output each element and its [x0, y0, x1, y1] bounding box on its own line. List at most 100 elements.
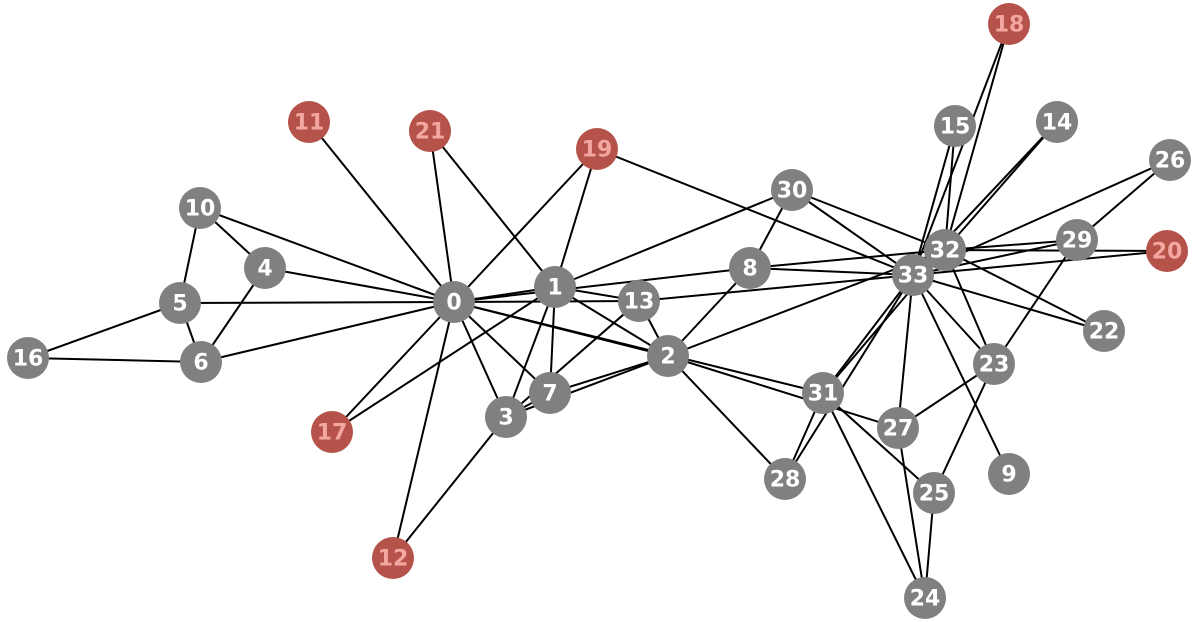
edge-27-33	[897, 274, 914, 429]
node-29[interactable]: 29	[1056, 219, 1098, 261]
edge-1-17	[331, 286, 556, 433]
node-label-26: 26	[1155, 149, 1186, 174]
node-circle-1[interactable]	[534, 266, 576, 308]
node-7[interactable]: 7	[529, 372, 571, 414]
node-circle-2[interactable]	[647, 335, 689, 377]
node-label-1: 1	[547, 276, 562, 301]
node-label-18: 18	[994, 13, 1025, 38]
node-10[interactable]: 10	[179, 187, 221, 229]
node-17[interactable]: 17	[311, 411, 353, 453]
node-circle-3[interactable]	[485, 396, 527, 438]
edge-2-3	[505, 355, 669, 418]
node-23[interactable]: 23	[973, 343, 1015, 385]
node-circle-21[interactable]	[409, 110, 451, 152]
node-circle-29[interactable]	[1056, 219, 1098, 261]
node-30[interactable]: 30	[771, 169, 813, 211]
node-label-4: 4	[257, 257, 272, 282]
edge-19-33	[596, 148, 914, 276]
edge-0-7	[453, 301, 551, 394]
node-circle-31[interactable]	[802, 372, 844, 414]
edge-13-33	[638, 274, 914, 302]
node-circle-0[interactable]	[433, 281, 475, 323]
edge-6-16	[27, 357, 202, 363]
node-3[interactable]: 3	[485, 396, 527, 438]
node-circle-8[interactable]	[729, 247, 771, 289]
node-18[interactable]: 18	[988, 3, 1030, 45]
node-21[interactable]: 21	[409, 110, 451, 152]
node-circle-11[interactable]	[288, 101, 330, 143]
edge-1-30	[554, 189, 793, 288]
node-25[interactable]: 25	[913, 472, 955, 514]
node-15[interactable]: 15	[934, 105, 976, 147]
node-circle-15[interactable]	[934, 105, 976, 147]
node-6[interactable]: 6	[180, 341, 222, 383]
node-26[interactable]: 26	[1149, 139, 1191, 181]
edge-0-11	[308, 121, 455, 303]
edge-0-31	[453, 301, 824, 394]
node-label-3: 3	[498, 406, 513, 431]
node-label-20: 20	[1152, 240, 1183, 265]
node-circle-30[interactable]	[771, 169, 813, 211]
node-28[interactable]: 28	[764, 458, 806, 500]
node-circle-23[interactable]	[973, 343, 1015, 385]
node-circle-7[interactable]	[529, 372, 571, 414]
node-circle-16[interactable]	[7, 337, 49, 379]
node-19[interactable]: 19	[576, 128, 618, 170]
edge-8-33	[749, 267, 914, 276]
node-circle-17[interactable]	[311, 411, 353, 453]
node-circle-27[interactable]	[877, 407, 919, 449]
node-circle-13[interactable]	[618, 280, 660, 322]
node-24[interactable]: 24	[904, 577, 946, 619]
node-9[interactable]: 9	[988, 453, 1030, 495]
node-circle-25[interactable]	[913, 472, 955, 514]
node-circle-6[interactable]	[180, 341, 222, 383]
node-27[interactable]: 27	[877, 407, 919, 449]
node-0[interactable]: 0	[433, 281, 475, 323]
node-20[interactable]: 20	[1146, 230, 1188, 272]
node-circle-10[interactable]	[179, 187, 221, 229]
node-label-7: 7	[542, 382, 557, 407]
node-1[interactable]: 1	[534, 266, 576, 308]
node-circle-28[interactable]	[764, 458, 806, 500]
edge-3-12	[392, 416, 507, 559]
node-22[interactable]: 22	[1083, 310, 1125, 352]
node-circle-24[interactable]	[904, 577, 946, 619]
edge-22-33	[912, 274, 1105, 332]
node-14[interactable]: 14	[1036, 101, 1078, 143]
node-8[interactable]: 8	[729, 247, 771, 289]
edge-0-19	[453, 148, 598, 303]
node-circle-20[interactable]	[1146, 230, 1188, 272]
node-11[interactable]: 11	[288, 101, 330, 143]
edge-24-27	[897, 427, 926, 599]
node-circle-5[interactable]	[159, 282, 201, 324]
node-circle-22[interactable]	[1083, 310, 1125, 352]
node-circle-32[interactable]	[924, 229, 966, 271]
node-circle-4[interactable]	[244, 247, 286, 289]
node-31[interactable]: 31	[802, 372, 844, 414]
node-label-31: 31	[808, 382, 839, 407]
edge-24-31	[822, 392, 926, 599]
node-label-32: 32	[930, 239, 961, 264]
node-12[interactable]: 12	[372, 537, 414, 579]
node-2[interactable]: 2	[647, 335, 689, 377]
node-32[interactable]: 32	[924, 229, 966, 271]
node-5[interactable]: 5	[159, 282, 201, 324]
nodes-layer: 0123456789101112131415161718192021222324…	[7, 3, 1191, 619]
node-label-16: 16	[13, 347, 44, 372]
edge-30-33	[791, 189, 914, 276]
node-33[interactable]: 33	[892, 254, 934, 296]
edge-2-28	[667, 355, 786, 480]
node-circle-26[interactable]	[1149, 139, 1191, 181]
node-circle-18[interactable]	[988, 3, 1030, 45]
node-4[interactable]: 4	[244, 247, 286, 289]
node-circle-14[interactable]	[1036, 101, 1078, 143]
node-16[interactable]: 16	[7, 337, 49, 379]
node-circle-9[interactable]	[988, 453, 1030, 495]
node-circle-12[interactable]	[372, 537, 414, 579]
node-label-17: 17	[317, 421, 348, 446]
node-circle-19[interactable]	[576, 128, 618, 170]
node-13[interactable]: 13	[618, 280, 660, 322]
edge-28-33	[784, 274, 914, 480]
node-circle-33[interactable]	[892, 254, 934, 296]
edge-18-33	[912, 23, 1010, 276]
